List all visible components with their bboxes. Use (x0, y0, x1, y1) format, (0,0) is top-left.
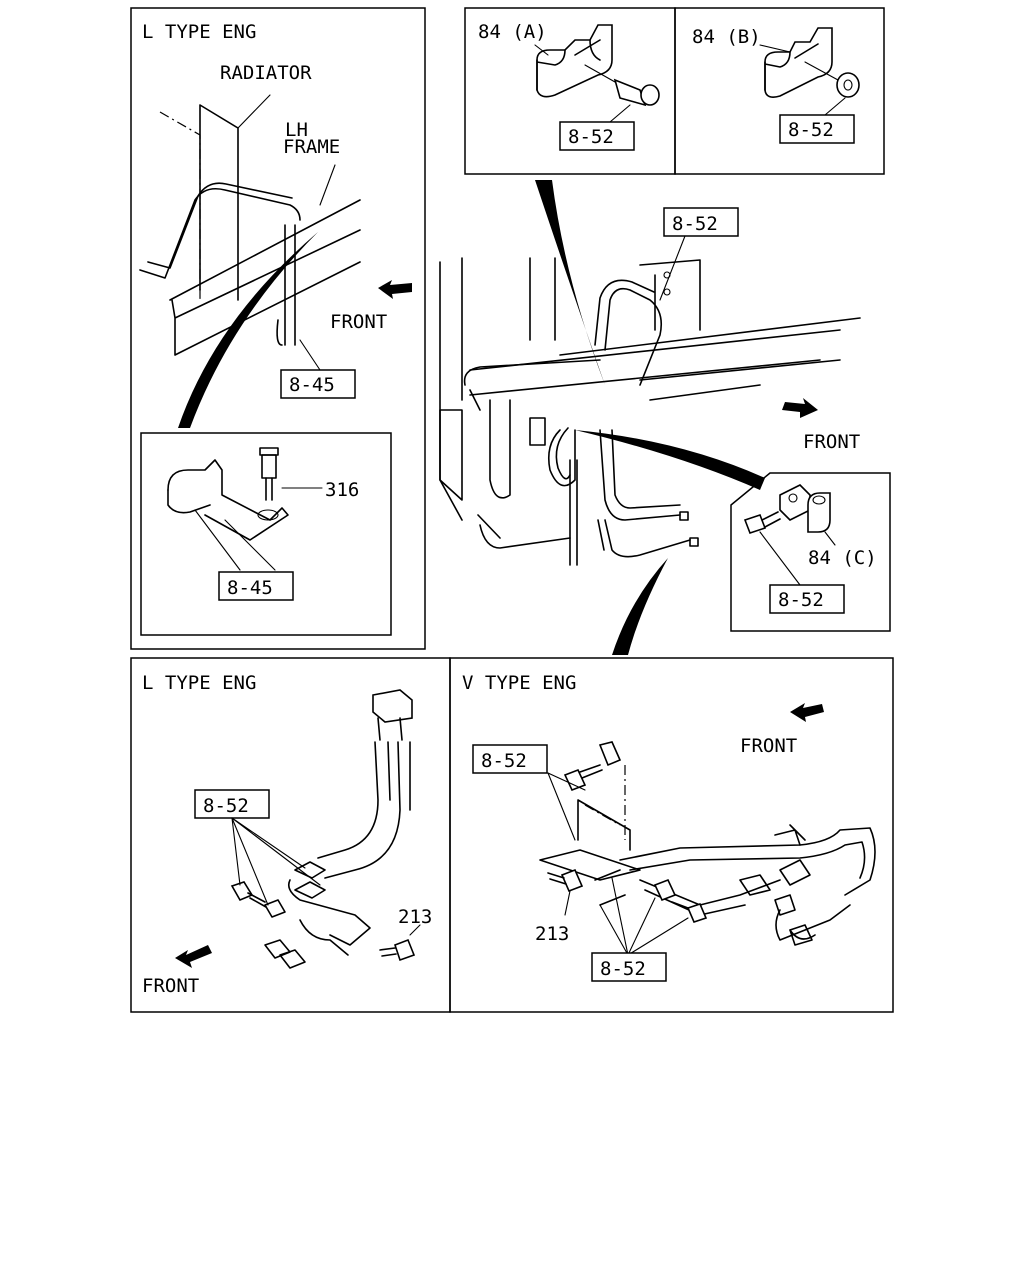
ref-tag-8-52-center: 8-52 (672, 213, 718, 235)
label-84c: 84 (C) (808, 547, 877, 569)
callout-wedge-a (535, 180, 605, 385)
ref-tag-8-52-bottom-right-top: 8-52 (481, 750, 527, 772)
ref-tag-8-52-bottom-right: 8-52 (600, 958, 646, 980)
panel-84a: 84 (A) 8-52 (464, 7, 676, 175)
panel-bottom-left-l-type-eng: L TYPE ENG 8-52 213 FRONT (130, 657, 451, 1013)
panel-title-bottom-left: L TYPE ENG (142, 672, 256, 694)
label-bolt-213-right: 213 (535, 923, 569, 945)
label-radiator: RADIATOR (220, 62, 312, 84)
panel-bottom-right-v-type-eng: V TYPE ENG FRONT 8-52 213 8-52 (449, 657, 894, 1013)
ref-tag-8-52-b: 8-52 (788, 119, 834, 141)
ref-tag-8-52-bottom-left: 8-52 (203, 795, 249, 817)
label-84b: 84 (B) (692, 26, 761, 48)
radiator-drawing (159, 94, 271, 301)
label-front-bottom-right: FRONT (740, 735, 797, 757)
label-lh: LH (285, 119, 308, 141)
front-arrow-bottom-left (175, 945, 212, 968)
svg-text:8-45: 8-45 (289, 374, 335, 396)
detail-84c: 84 (C) 8-52 (730, 472, 891, 632)
hose-lines (139, 182, 321, 371)
callout-wedge-bottom (612, 558, 668, 655)
front-arrow-bottom-right (790, 703, 824, 722)
callout-wedge-c (575, 430, 765, 490)
panel-title: L TYPE ENG (142, 21, 256, 43)
label-bolt-213-left: 213 (398, 906, 432, 928)
panel-top-left-l-type-eng: L TYPE ENG RADIATOR LH FRAME FRONT (130, 7, 426, 650)
front-arrow-center (782, 398, 818, 418)
callout-wedge (178, 232, 318, 428)
center-assembly: 8-52 FRONT (439, 180, 891, 655)
front-arrow (378, 280, 412, 299)
ref-tag-8-52-c: 8-52 (778, 589, 824, 611)
lh-frame-rail (169, 164, 361, 356)
panel-title-bottom-right: V TYPE ENG (462, 672, 576, 694)
label-front-center: FRONT (803, 431, 860, 453)
panel-84b: 84 (B) 8-52 (674, 7, 885, 175)
ref-tag-8-45-main: 8-45 (280, 369, 356, 399)
ref-tag-8-45-detail: 8-45 (227, 577, 273, 599)
detail-clamp-inset: 316 8-45 (140, 432, 392, 636)
label-84a: 84 (A) (478, 21, 547, 43)
ref-tag-8-52-a: 8-52 (568, 126, 614, 148)
label-frame: FRAME (283, 136, 340, 158)
label-bolt-316: 316 (325, 479, 359, 501)
label-front-bottom-left: FRONT (142, 975, 199, 997)
label-front: FRONT (330, 311, 387, 333)
